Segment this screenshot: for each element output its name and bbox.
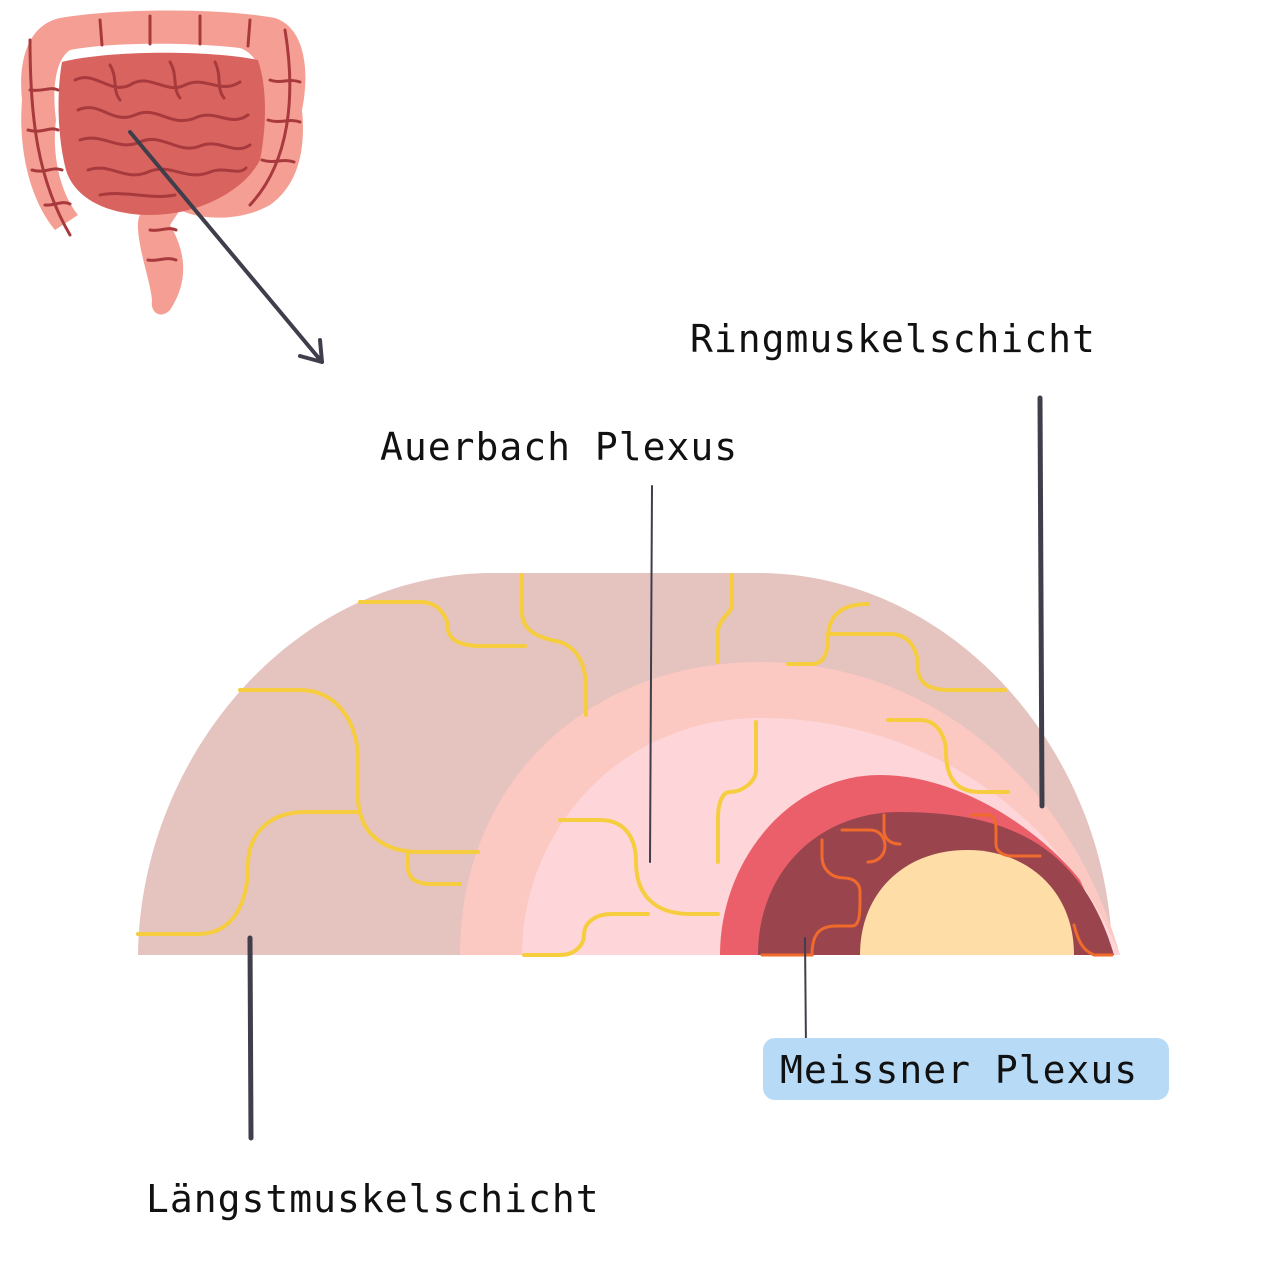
lumen [860, 850, 1074, 955]
label-laengstmuskelschicht: Längstmuskelschicht [146, 1177, 600, 1221]
nerve-network [136, 573, 1010, 957]
leader-ring [1037, 395, 1045, 809]
colon-shape [21, 10, 306, 315]
label-auerbach-plexus: Auerbach Plexus [380, 425, 739, 469]
intestine-icon [21, 10, 306, 315]
leader-meissner [804, 937, 807, 1051]
submucosal-nerves [760, 813, 1114, 957]
intestine-folds [26, 14, 302, 262]
leader-auerbach [649, 485, 653, 863]
label-meissner-plexus: Meissner Plexus [780, 1048, 1139, 1092]
leader-lines [247, 395, 1045, 1141]
meissner-label-box [763, 1038, 1169, 1100]
label-ringmuskelschicht: Ringmuskelschicht [690, 317, 1096, 361]
zoom-arrow [128, 130, 324, 364]
leader-laengs [247, 935, 254, 1141]
small-intestine-shape [58, 52, 265, 215]
